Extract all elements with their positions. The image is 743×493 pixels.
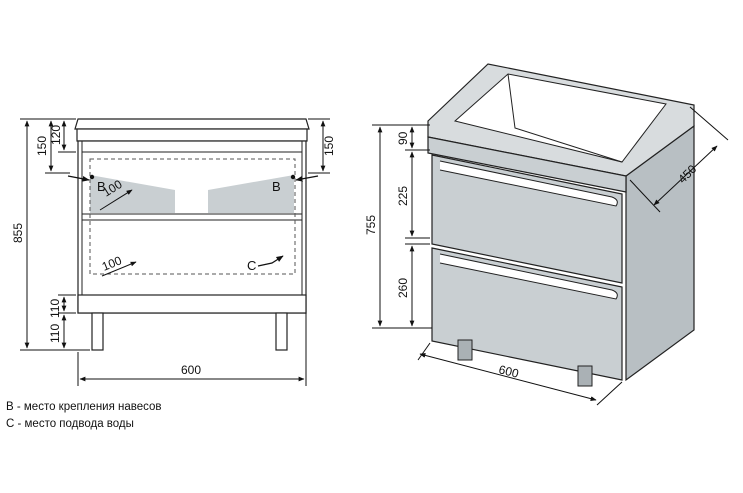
iso-leg-right	[577, 365, 593, 387]
iso-view: 755 90 225 260 450 600	[364, 63, 729, 406]
iso-dim-450	[629, 106, 729, 213]
dim-755: 755	[364, 215, 378, 235]
right-dim-150	[308, 118, 330, 174]
marker-b-right: B	[272, 174, 319, 194]
dim-110-a: 110	[48, 299, 62, 318]
label-b-left: B	[97, 179, 106, 194]
dim-120: 120	[49, 125, 63, 145]
front-view: B B C 100 100	[11, 118, 336, 386]
bottom-dim-600	[77, 313, 307, 386]
front-leg-left	[91, 312, 104, 351]
iso-dim-600	[417, 342, 623, 406]
dim-600-iso: 600	[497, 362, 520, 381]
dim-855: 855	[11, 223, 25, 243]
front-top-slab	[74, 118, 310, 142]
dim-600-front: 600	[181, 363, 201, 377]
iso-basin-inner-edge	[507, 73, 623, 163]
marker-c: C	[247, 255, 284, 273]
iso-dim-chain	[372, 124, 432, 329]
left-dim-chain	[20, 118, 90, 351]
iso-handle-lower	[439, 253, 618, 300]
front-inner-lines	[81, 141, 303, 295]
dim-260: 260	[396, 278, 410, 298]
dim-110-b: 110	[48, 324, 62, 343]
marker-b-left: B	[67, 174, 106, 194]
iso-leg-left	[457, 339, 473, 361]
iso-drawer-lower	[431, 247, 623, 381]
dim-225: 225	[396, 186, 410, 206]
legend-c: С - место подвода воды	[6, 418, 134, 430]
front-cabinet-body	[77, 140, 307, 314]
legend-b: В - место крепления навесов	[6, 401, 162, 413]
label-b-right: B	[272, 179, 281, 194]
dim-90: 90	[396, 131, 410, 145]
label-c: C	[247, 258, 256, 273]
front-leg-right	[275, 312, 288, 351]
iso-handle-upper	[439, 160, 618, 207]
dim-150-left: 150	[35, 136, 49, 156]
iso-drawer-upper	[431, 154, 623, 284]
dim-150-right: 150	[322, 136, 336, 156]
front-dashed-contour	[89, 158, 296, 275]
front-plinth	[77, 294, 307, 314]
iso-basin-bowl	[453, 73, 667, 163]
iso-top-front-edge	[427, 136, 627, 193]
